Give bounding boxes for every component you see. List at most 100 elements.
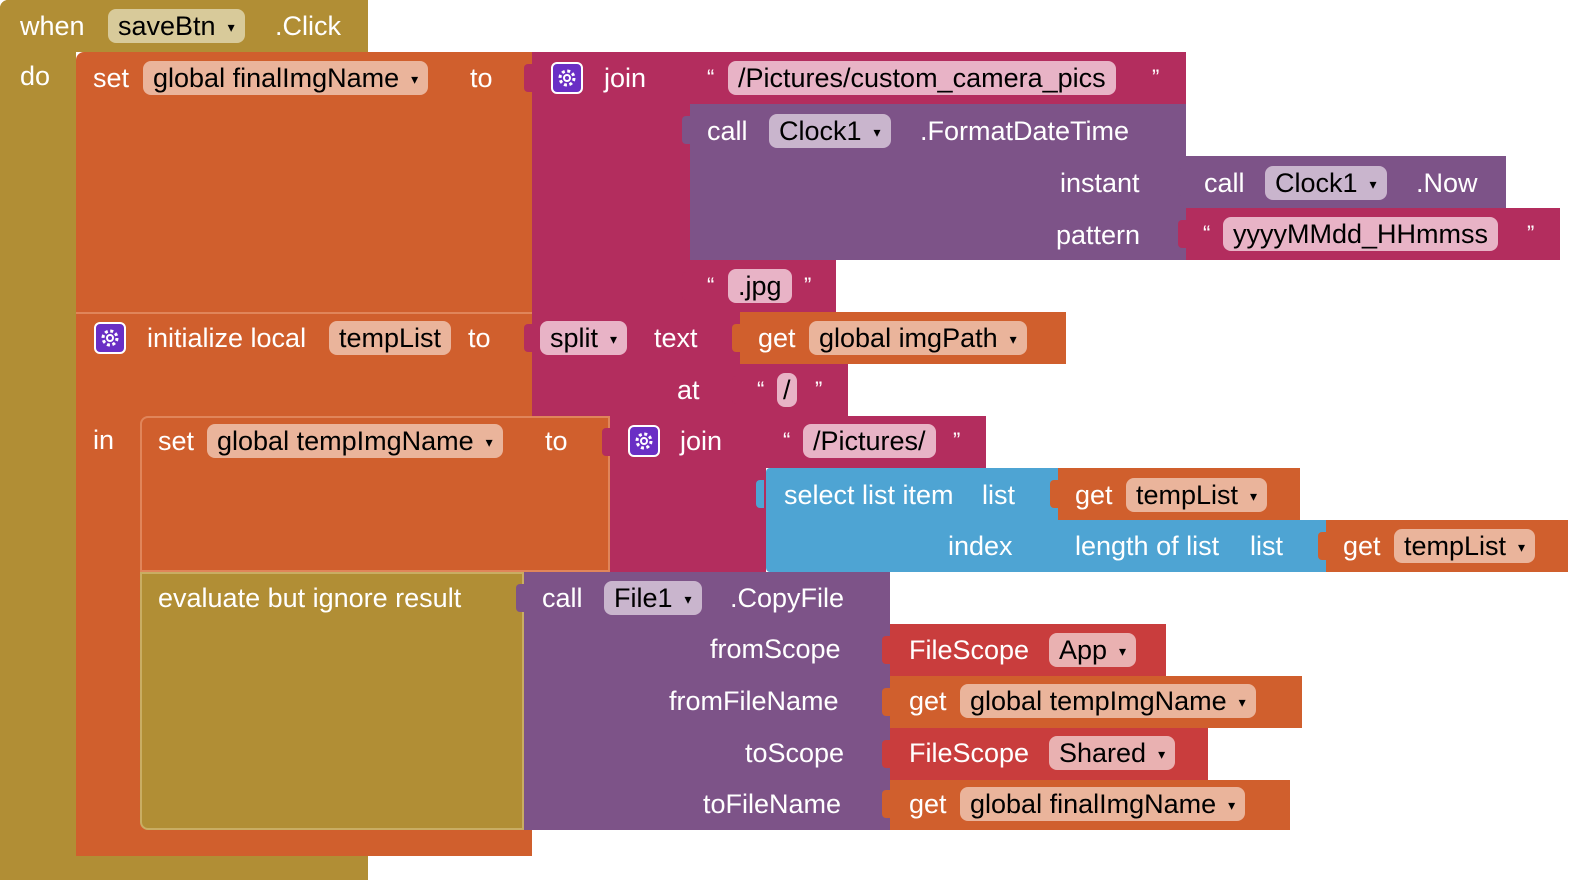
- chevron-down-icon: ▾: [1119, 643, 1127, 659]
- join-label: join: [680, 426, 723, 456]
- chevron-down-icon: ▾: [873, 124, 881, 140]
- input-connector: [882, 636, 890, 664]
- from-file-name-label: fromFileName: [669, 686, 839, 716]
- from-scope-label: fromScope: [710, 634, 841, 664]
- chevron-down-icon: ▾: [1518, 539, 1526, 555]
- set-label: set: [93, 63, 130, 93]
- to-label: to: [468, 323, 491, 353]
- select-list-item-label: select list item: [784, 480, 954, 510]
- get-label: get: [909, 789, 947, 819]
- when-label: when: [20, 11, 85, 41]
- evaluate-ignore-result-label: evaluate but ignore result: [158, 583, 462, 613]
- get-label: get: [1343, 531, 1381, 561]
- list-label: list: [982, 480, 1015, 510]
- quote-close: ”: [815, 377, 823, 402]
- length-of-list-block[interactable]: [1058, 520, 1326, 572]
- to-scope-label: toScope: [745, 738, 845, 768]
- chevron-down-icon: ▾: [1009, 331, 1017, 347]
- variable-dropdown-tempImgName[interactable]: global tempImgName▾: [207, 424, 503, 458]
- event-name-label: .Click: [275, 11, 341, 41]
- call-label: call: [1204, 168, 1245, 198]
- text-value-slash[interactable]: /: [777, 373, 797, 407]
- input-connector: [524, 64, 532, 92]
- variable-dropdown-finalImgName[interactable]: global finalImgName▾: [960, 787, 1246, 821]
- local-variable-name-field[interactable]: tempList: [329, 321, 452, 355]
- input-connector: [732, 324, 740, 352]
- variable-dropdown-imgPath[interactable]: global imgPath▾: [809, 321, 1027, 355]
- chevron-down-icon: ▾: [610, 331, 618, 347]
- split-mode-dropdown[interactable]: split▾: [540, 321, 628, 355]
- select-list-item-block[interactable]: [766, 468, 1058, 572]
- chevron-down-icon: ▾: [1238, 694, 1246, 710]
- input-connector: [682, 116, 690, 144]
- event-block-footer: [0, 856, 368, 880]
- text-value-jpg[interactable]: .jpg: [728, 269, 792, 303]
- in-label: in: [93, 425, 115, 455]
- join-label: join: [604, 63, 647, 93]
- input-connector: [1318, 532, 1326, 560]
- input-connector: [1178, 220, 1186, 248]
- event-block-body: [0, 0, 76, 880]
- quote-open: “: [707, 65, 715, 90]
- index-label: index: [948, 531, 1013, 561]
- component-dropdown-clock1[interactable]: Clock1▾: [1265, 166, 1387, 200]
- quote-open: “: [707, 273, 715, 298]
- input-connector: [1178, 168, 1186, 196]
- at-label: at: [677, 375, 700, 405]
- file-copy-file-block[interactable]: [524, 572, 890, 830]
- chevron-down-icon: ▾: [1228, 797, 1236, 813]
- join-block-1[interactable]: [532, 52, 690, 312]
- quote-open: “: [757, 377, 765, 402]
- mutator-gear-icon[interactable]: [551, 62, 583, 94]
- chevron-down-icon: ▾: [1158, 746, 1166, 762]
- to-label: to: [470, 63, 493, 93]
- get-label: get: [1075, 480, 1113, 510]
- method-copy-file-label: .CopyFile: [730, 583, 845, 613]
- chevron-down-icon: ▾: [411, 71, 419, 87]
- method-now-label: .Now: [1416, 168, 1478, 198]
- length-of-list-label: length of list: [1075, 531, 1220, 561]
- input-connector: [732, 376, 740, 404]
- file-scope-dropdown-app[interactable]: App▾: [1049, 633, 1137, 667]
- method-format-date-time-label: .FormatDateTime: [920, 116, 1130, 146]
- to-label: to: [545, 426, 568, 456]
- variable-dropdown-finalImgName[interactable]: global finalImgName▾: [143, 61, 429, 95]
- mutator-gear-icon[interactable]: [628, 425, 660, 457]
- quote-open: “: [783, 428, 791, 453]
- file-scope-label: FileScope: [909, 738, 1030, 768]
- quote-close: ”: [1152, 65, 1160, 90]
- text-value-pattern[interactable]: yyyyMMdd_HHmmss: [1223, 217, 1499, 251]
- component-dropdown-clock1[interactable]: Clock1▾: [769, 114, 891, 148]
- initialize-local-label: initialize local: [147, 323, 307, 353]
- chevron-down-icon: ▾: [227, 19, 235, 35]
- text-label: text: [654, 323, 698, 353]
- text-value-custom-camera-pics[interactable]: /Pictures/custom_camera_pics: [728, 61, 1116, 95]
- input-connector: [882, 688, 890, 716]
- input-connector: [516, 584, 524, 612]
- variable-dropdown-tempList[interactable]: tempList▾: [1126, 478, 1268, 512]
- chevron-down-icon: ▾: [1250, 488, 1258, 504]
- component-dropdown-saveBtn[interactable]: saveBtn▾: [108, 9, 245, 43]
- get-label: get: [758, 323, 796, 353]
- variable-dropdown-tempList[interactable]: tempList▾: [1394, 529, 1536, 563]
- file-scope-dropdown-shared[interactable]: Shared▾: [1049, 736, 1176, 770]
- input-connector: [602, 428, 610, 456]
- input-connector: [1050, 480, 1058, 508]
- set-final-img-name-block[interactable]: [76, 52, 532, 312]
- text-value-pictures[interactable]: /Pictures/: [803, 424, 936, 458]
- pattern-label: pattern: [1056, 220, 1141, 250]
- input-connector: [882, 740, 890, 768]
- input-connector: [756, 480, 764, 508]
- do-label: do: [20, 61, 51, 91]
- instant-label: instant: [1060, 168, 1140, 198]
- input-connector: [882, 790, 890, 818]
- variable-dropdown-tempImgName[interactable]: global tempImgName▾: [960, 684, 1256, 718]
- quote-close: ”: [1527, 221, 1535, 246]
- call-label: call: [707, 116, 748, 146]
- mutator-gear-icon[interactable]: [94, 322, 126, 354]
- quote-close: ”: [804, 273, 812, 298]
- input-connector: [1050, 532, 1058, 560]
- component-dropdown-file1[interactable]: File1▾: [604, 581, 702, 615]
- quote-close: ”: [953, 428, 961, 453]
- evaluate-ignore-result-block[interactable]: [140, 572, 524, 830]
